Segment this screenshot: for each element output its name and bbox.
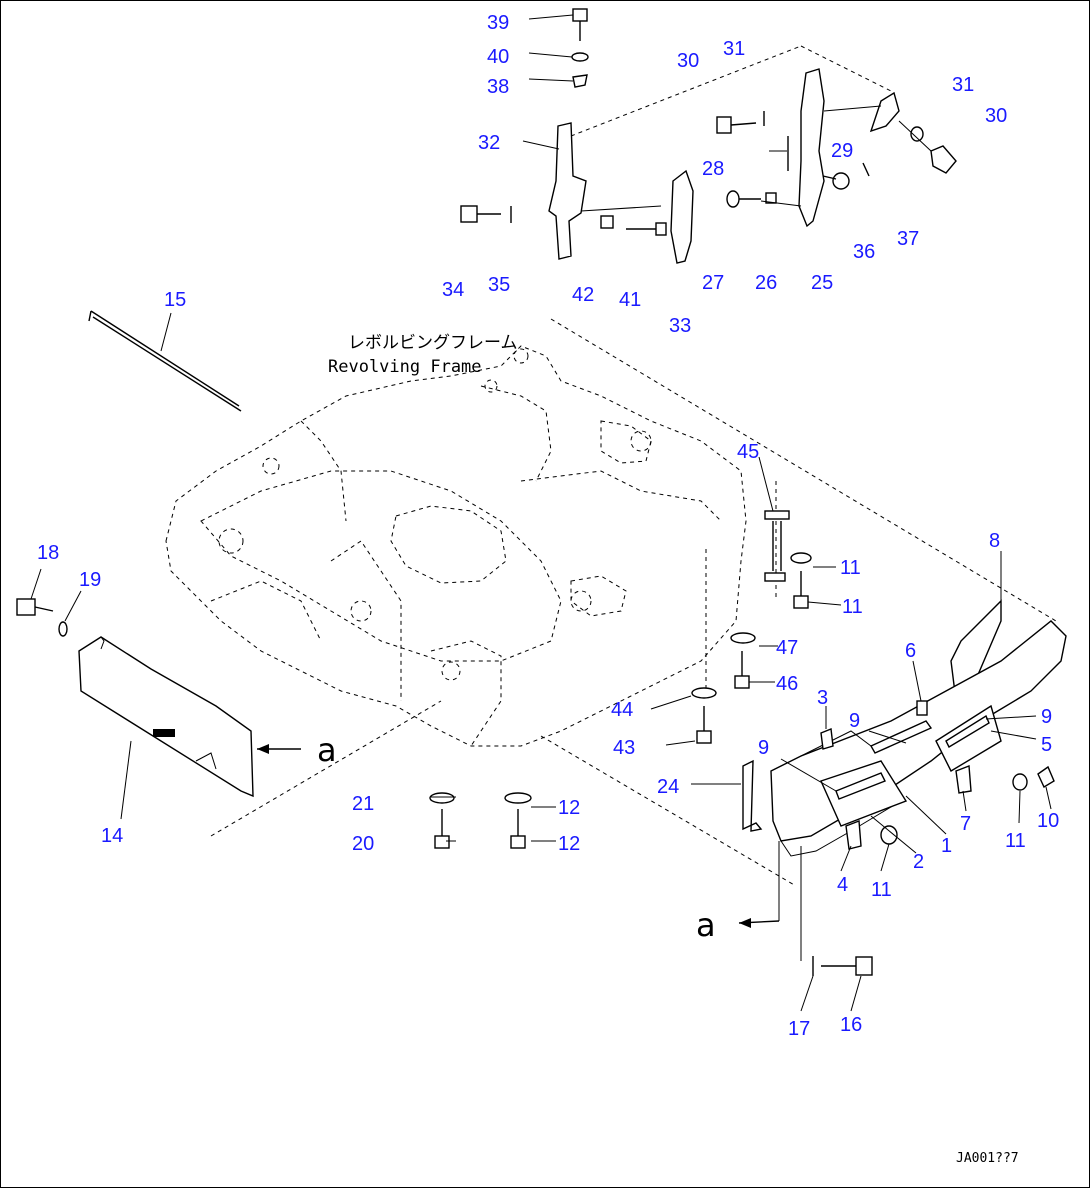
part-label-2: 2: [913, 851, 924, 873]
part-label-38: 38: [487, 76, 509, 98]
part-label-22: 18: [37, 542, 59, 564]
part-label-20: 20: [352, 833, 374, 855]
part-label-1: 1: [941, 835, 952, 857]
part-label-31a: 31: [723, 38, 745, 60]
part-label-4: 4: [837, 874, 848, 896]
part-label-46: 46: [776, 673, 798, 695]
view-letter-bottom: a: [696, 906, 716, 944]
part-label-13: 12: [558, 797, 580, 819]
part-label-26: 26: [755, 272, 777, 294]
part-label-33: 33: [669, 315, 691, 337]
part-label-16: 16: [840, 1014, 862, 1036]
part-label-36: 36: [853, 241, 875, 263]
part-label-45: 45: [737, 441, 759, 463]
part-label-11a: 11: [1005, 830, 1026, 852]
part-label-9c: 9: [1041, 706, 1052, 728]
part-label-14: 11: [842, 596, 863, 618]
revolving-frame-outline: [165, 345, 747, 747]
part-label-25: 25: [811, 272, 833, 294]
part-label-41: 41: [619, 289, 641, 311]
part-label-31b: 31: [952, 74, 974, 96]
part-label-43: 43: [613, 737, 635, 759]
part-label-6: 6: [905, 640, 916, 662]
part-label-11b: 11: [871, 879, 892, 901]
hinge-assembly: [460, 8, 957, 264]
part-label-3: 3: [817, 687, 828, 709]
part-label-32: 32: [478, 132, 500, 154]
part-label-37: 37: [897, 228, 919, 250]
part-label-39: 39: [487, 12, 509, 34]
part-label-27: 27: [702, 272, 724, 294]
part-label-5: 5: [1041, 734, 1052, 756]
part-label-12: 12: [558, 833, 580, 855]
part-label-9b: 9: [849, 710, 860, 732]
part-label-19: 15: [164, 289, 186, 311]
part-label-15: 11: [840, 557, 861, 579]
part-label-47: 47: [776, 637, 798, 659]
part-label-28: 28: [702, 158, 724, 180]
frame-label-en: Revolving Frame: [328, 357, 482, 377]
part-label-8: 8: [989, 530, 1000, 552]
part-label-35: 35: [488, 274, 510, 296]
part-label-9a: 9: [758, 737, 769, 759]
part-label-44: 44: [611, 699, 633, 721]
leader-lines: [30, 312, 1052, 1012]
counterweight-assembly: [738, 599, 1067, 976]
part-label-10: 10: [1037, 810, 1059, 832]
part-label-42: 42: [572, 284, 594, 306]
part-label-34: 34: [442, 279, 464, 301]
left-cover-18: [16, 598, 301, 798]
drawing-id: JA001??7: [956, 1151, 1019, 1166]
part-label-29: 29: [831, 140, 853, 162]
frame-label-jp: レボルビングフレーム: [348, 333, 518, 353]
view-letter-left: a: [317, 731, 337, 769]
part-number-labels: 39 40 38 32 30 31 31 30 29 28 37 36 27 2…: [37, 12, 1059, 1040]
part-label-18: 14: [101, 825, 123, 847]
part-label-7: 7: [960, 813, 971, 835]
part-label-30b: 30: [985, 105, 1007, 127]
part-label-40: 40: [487, 46, 509, 68]
part-label-23: 19: [79, 569, 101, 591]
part-label-21: 21: [352, 793, 374, 815]
reference-lines: [210, 45, 1057, 887]
part-label-24: 24: [657, 776, 679, 798]
part-label-30a: 30: [677, 50, 699, 72]
part-19-rod: [88, 310, 242, 412]
part-label-17: 17: [788, 1018, 810, 1040]
loose-bolts: [429, 510, 812, 849]
